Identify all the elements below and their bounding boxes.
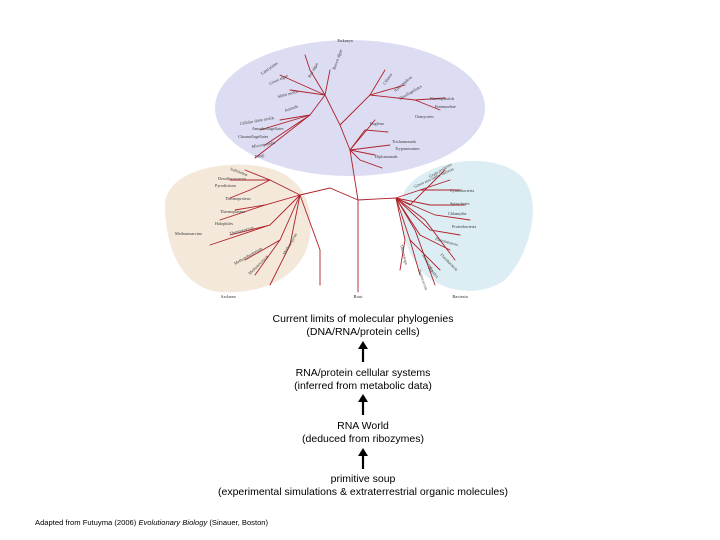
taxon-label: Sulfolobus [230, 166, 249, 177]
archaea-label: Archaea [220, 294, 235, 299]
bacteria-region [401, 160, 533, 291]
archaea-region [165, 164, 311, 293]
level2-subtitle: (inferred from metabolic data) [294, 380, 432, 392]
credit-publisher: (Sinauer, Boston) [209, 518, 269, 527]
taxon-label: Cyanobacteria [450, 188, 474, 193]
taxon-label: Desulfurococcus [218, 176, 247, 181]
eukarya-branches [254, 54, 446, 169]
archaea-branches [209, 169, 321, 286]
level1-caption: Current limits of molecular phylogenies … [150, 313, 576, 339]
eukarya-label: Eukarya [337, 38, 352, 43]
level2-caption: RNA/protein cellular systems (inferred f… [150, 367, 576, 393]
phylogenetic-tree-figure: Eukarya Archaea Bacteria Root Land plant… [165, 38, 533, 299]
root-label: Root [354, 294, 364, 299]
taxon-label: Choanoflagellates [238, 134, 269, 139]
taxon-label: Halophiles [215, 221, 234, 226]
taxon-label: Methanosarcina [175, 231, 202, 236]
up-arrow-icon [358, 448, 368, 469]
taxon-label: Kinetoplastids [430, 96, 455, 101]
taxon-label: Fungi [254, 152, 265, 159]
taxon-label: Ciliates [382, 72, 394, 86]
taxon-label: Trypanosomes [395, 146, 420, 151]
bacteria-label: Bacteria [452, 294, 467, 299]
taxon-label: Animals [284, 103, 299, 113]
taxon-label: Trichomonads [392, 139, 416, 144]
level1-subtitle: (DNA/RNA/protein cells) [306, 326, 420, 338]
bacteria-branches [395, 169, 471, 286]
credit-prefix: Adapted from Futuyma (2006) [35, 518, 137, 527]
taxon-label: Diplomonads [375, 154, 398, 159]
source-credit: Adapted from Futuyma (2006) Evolutionary… [35, 518, 268, 527]
level2-title: RNA/protein cellular systems [295, 367, 431, 379]
taxon-label: Cellular slime molds [239, 115, 275, 126]
level4-caption: primitive soup (experimental simulations… [150, 473, 576, 499]
taxon-label: Thermoproteus [225, 196, 251, 201]
taxon-label: Euglena [370, 121, 384, 126]
taxon-label: Slime molds [277, 89, 299, 99]
taxon-label: Thermotoga [399, 244, 409, 265]
taxon-label: Proteobacteria [452, 224, 476, 229]
eukarya-region [215, 40, 485, 176]
taxon-label: Thermoplasma [220, 209, 245, 214]
taxon-label: Amoeboflagellates [252, 126, 284, 131]
level1-title: Current limits of molecular phylogenies [272, 313, 454, 325]
credit-book-title: Evolutionary Biology [138, 518, 208, 527]
taxon-label: Spirochetes [450, 201, 470, 206]
taxon-label: Microsporidia [251, 140, 275, 149]
taxon-label: Chlamydia [448, 211, 467, 216]
taxon-label: Entamoebae [435, 104, 456, 109]
level3-title: RNA World [337, 420, 389, 432]
level4-subtitle: (experimental simulations & extraterrest… [217, 486, 509, 498]
taxon-label: Planctomyces [435, 236, 459, 247]
level4-title: primitive soup [330, 473, 396, 485]
level3-subtitle: (deduced from ribozymes) [302, 433, 424, 445]
up-arrow-icon [358, 341, 368, 362]
up-arrow-icon [358, 394, 368, 415]
taxon-label: Oomycetes [415, 114, 434, 119]
taxon-label: Thermococcus [229, 225, 254, 236]
level3-caption: RNA World (deduced from ribozymes) [150, 420, 576, 446]
taxon-label: Pyrodictium [215, 183, 236, 188]
